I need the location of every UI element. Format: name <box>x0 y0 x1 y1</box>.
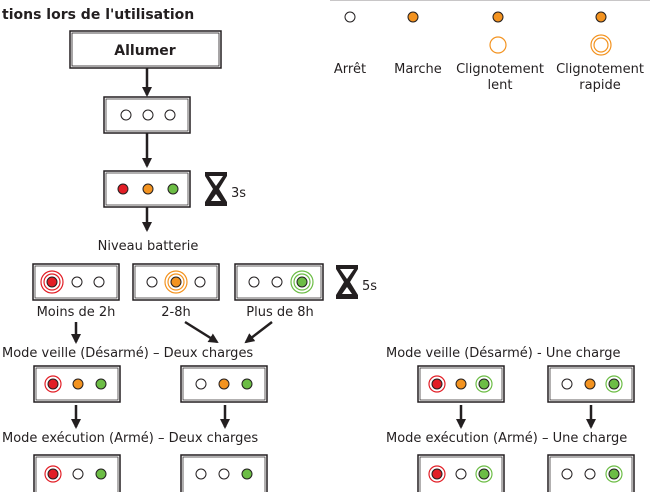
two-charges-standby-box-a <box>33 365 121 403</box>
legend-label-on: Marche <box>394 62 442 77</box>
battery-label-more-8h: Plus de 8h <box>246 305 314 320</box>
one-charge-run-box-b <box>547 454 635 492</box>
battery-label-2-8h: 2-8h <box>161 305 190 320</box>
power-on-box <box>69 30 222 69</box>
battery-box-less-2h <box>32 263 120 301</box>
one-charge-run-box-a <box>417 454 505 492</box>
legend-label-slow-blink-2: lent <box>488 78 513 93</box>
battery-box-more-8h <box>234 263 324 301</box>
one-charge-standby-label: Mode veille (Désarmé) - Une charge <box>386 346 620 361</box>
wait-5s-label: 5s <box>362 279 377 294</box>
two-charges-standby-label: Mode veille (Désarmé) – Deux charges <box>2 346 253 361</box>
legend-label-slow-blink-1: Clignotement <box>456 62 544 77</box>
two-charges-run-box-b <box>180 454 268 492</box>
wait-3s-label: 3s <box>231 186 246 201</box>
power-on-label: Allumer <box>114 43 175 59</box>
hourglass-icon <box>205 172 227 206</box>
one-charge-standby-box-a <box>417 365 505 403</box>
battery-level-label: Niveau batterie <box>98 239 199 254</box>
battery-box-2-8h <box>132 263 220 301</box>
legend-label-off: Arrêt <box>334 62 366 77</box>
arrow-down-icon <box>244 321 273 344</box>
arrow-down-icon <box>184 320 219 344</box>
one-charge-standby-box-b <box>547 365 635 403</box>
two-charges-run-label: Mode exécution (Armé) – Deux charges <box>2 431 258 446</box>
two-charges-standby-box-b <box>180 365 268 403</box>
legend-label-fast-blink-2: rapide <box>579 78 620 93</box>
legend-off-indicator <box>344 11 356 23</box>
two-charges-run-box-a <box>33 454 121 492</box>
legend-fast-blink-indicator <box>590 11 612 56</box>
legend-label-fast-blink-1: Clignotement <box>556 62 644 77</box>
legend-slow-blink-indicator <box>489 11 507 54</box>
battery-label-less-2h: Moins de 2h <box>37 305 116 320</box>
one-charge-run-label: Mode exécution (Armé) – Une charge <box>386 431 627 446</box>
legend-on-indicator <box>407 11 419 23</box>
hourglass-icon <box>336 265 358 299</box>
section-title: tions lors de l'utilisation <box>2 7 194 23</box>
